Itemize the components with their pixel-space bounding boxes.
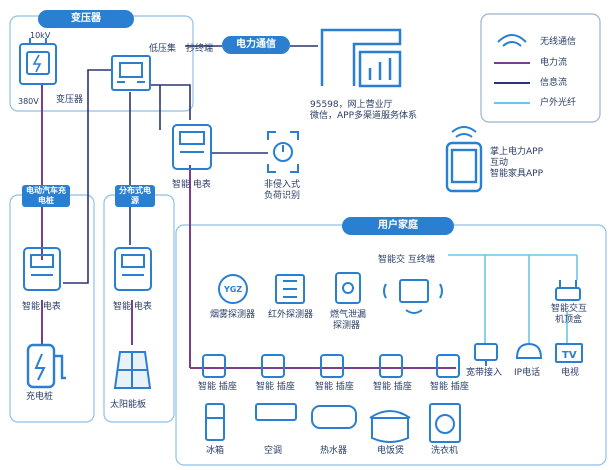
broadband-icon: [474, 343, 498, 366]
socket-3-icon: [320, 354, 344, 378]
info-line-conc-ev: [63, 69, 112, 284]
gas-detector-icon: [335, 272, 361, 304]
socket-4-label: 智能 插座: [373, 382, 412, 392]
fridge-icon: [205, 403, 225, 441]
service-label-2: 微信，APP多渠道服务体系: [310, 111, 418, 121]
socket-1-label: 智能 插座: [198, 382, 237, 392]
tv-label: 电视: [561, 368, 580, 378]
socket-4-icon: [379, 354, 403, 378]
rice-cooker-icon: [369, 410, 411, 443]
charger-label: 充电桩: [26, 392, 54, 402]
service-building-icon: [320, 28, 402, 88]
nilm-label-2: 负荷识别: [264, 191, 301, 201]
cooker-label: 电饭煲: [377, 446, 405, 456]
terminal-label: 抄终端: [186, 44, 214, 54]
legend-power: 电力流: [540, 58, 568, 68]
header-ev: 电动汽车充电桩: [22, 185, 70, 207]
info-line-conc-meter: [150, 84, 191, 120]
solar-label: 太阳能板: [110, 400, 147, 410]
smart-meter-ev-label: 智能 电表: [22, 302, 61, 312]
legend-wireless: 无线通信: [540, 37, 577, 47]
infrared-detector-icon: [275, 274, 305, 304]
voltage-380v: 380V: [18, 97, 39, 106]
smart-meter-top-label: 智能 电表: [172, 180, 211, 190]
water-heater-icon: [311, 405, 357, 429]
interactive-terminal-label: 智能交 互终端: [378, 255, 435, 265]
app-label-2: 互动: [490, 158, 509, 168]
voltage-10kv: 10kV: [30, 31, 51, 40]
infrared-label: 红外探测器: [268, 310, 314, 320]
smoke-icon-text: YGZ: [224, 285, 243, 294]
tv-icon-label: TV: [562, 350, 577, 361]
header-user-home: 用户家庭: [342, 217, 454, 235]
wireless-icon: [497, 34, 527, 43]
ac-label: 空调: [264, 446, 283, 456]
app-label-3: 智能家具APP: [490, 169, 544, 179]
legend-frame: [480, 13, 601, 123]
gas-label-2: 探测器: [333, 321, 361, 331]
socket-1-icon: [202, 354, 226, 378]
transformer-label: 变压器: [56, 95, 84, 105]
load-identification-icon: [267, 131, 299, 173]
settop-box-icon: [555, 280, 581, 301]
washing-machine-icon: [429, 403, 461, 443]
solar-panel-icon: [113, 351, 152, 389]
legend-fiber: 户外光纤: [540, 98, 577, 108]
fridge-label: 冰箱: [206, 446, 225, 456]
smart-meter-solar-label: 智能 电表: [113, 302, 152, 312]
ip-phone-label: IP电话: [514, 368, 541, 378]
socket-5-icon: [436, 354, 460, 378]
heater-label: 热水器: [320, 446, 348, 456]
info-flow-lines: [63, 45, 318, 284]
ac-icon: [255, 403, 297, 421]
header-power-comm: 电力通信: [222, 36, 290, 54]
fiber-lines: [448, 254, 578, 344]
socket-3-label: 智能 插座: [315, 382, 354, 392]
smoke-detector-icon: [218, 274, 248, 304]
ip-phone-icon: [515, 342, 543, 359]
frames: [9, 13, 607, 466]
mobile-phone-icon: [445, 126, 483, 193]
settop-label-1: 智能交互: [551, 304, 588, 314]
nilm-label-1: 非侵入式: [264, 180, 301, 190]
interactive-terminal-icon: [383, 279, 443, 314]
washer-label: 洗衣机: [431, 446, 459, 456]
power-flow-lines: [41, 85, 456, 369]
tv-icon: [555, 343, 583, 363]
legend-symbols: [494, 34, 530, 104]
smart-meter-ev-icon: [23, 247, 61, 291]
smart-meter-solar-icon: [114, 247, 152, 291]
broadband-label: 宽带接入: [466, 368, 503, 378]
transformer-icon: [19, 38, 57, 85]
charger-icon: [26, 343, 66, 389]
legend-info: 信息流: [540, 78, 568, 88]
header-distributed: 分布式电源: [115, 185, 155, 207]
socket-5-label: 智能 插座: [430, 382, 469, 392]
app-label-1: 掌上电力APP: [490, 147, 544, 157]
concentrator-icon: [111, 55, 151, 91]
sockets: [202, 354, 460, 378]
smart-meter-top-icon: [172, 124, 212, 170]
smoke-label: 烟雾探测器: [210, 310, 256, 320]
settop-label-2: 机顶盒: [555, 315, 583, 325]
service-label-1: 95598，网上营业厅: [310, 100, 393, 110]
socket-2-icon: [261, 354, 285, 378]
concentrator-label: 低压集: [149, 44, 177, 54]
gas-label-1: 燃气泄漏: [330, 310, 367, 320]
header-transformer: 变压器: [38, 10, 134, 28]
socket-2-label: 智能 插座: [256, 382, 295, 392]
